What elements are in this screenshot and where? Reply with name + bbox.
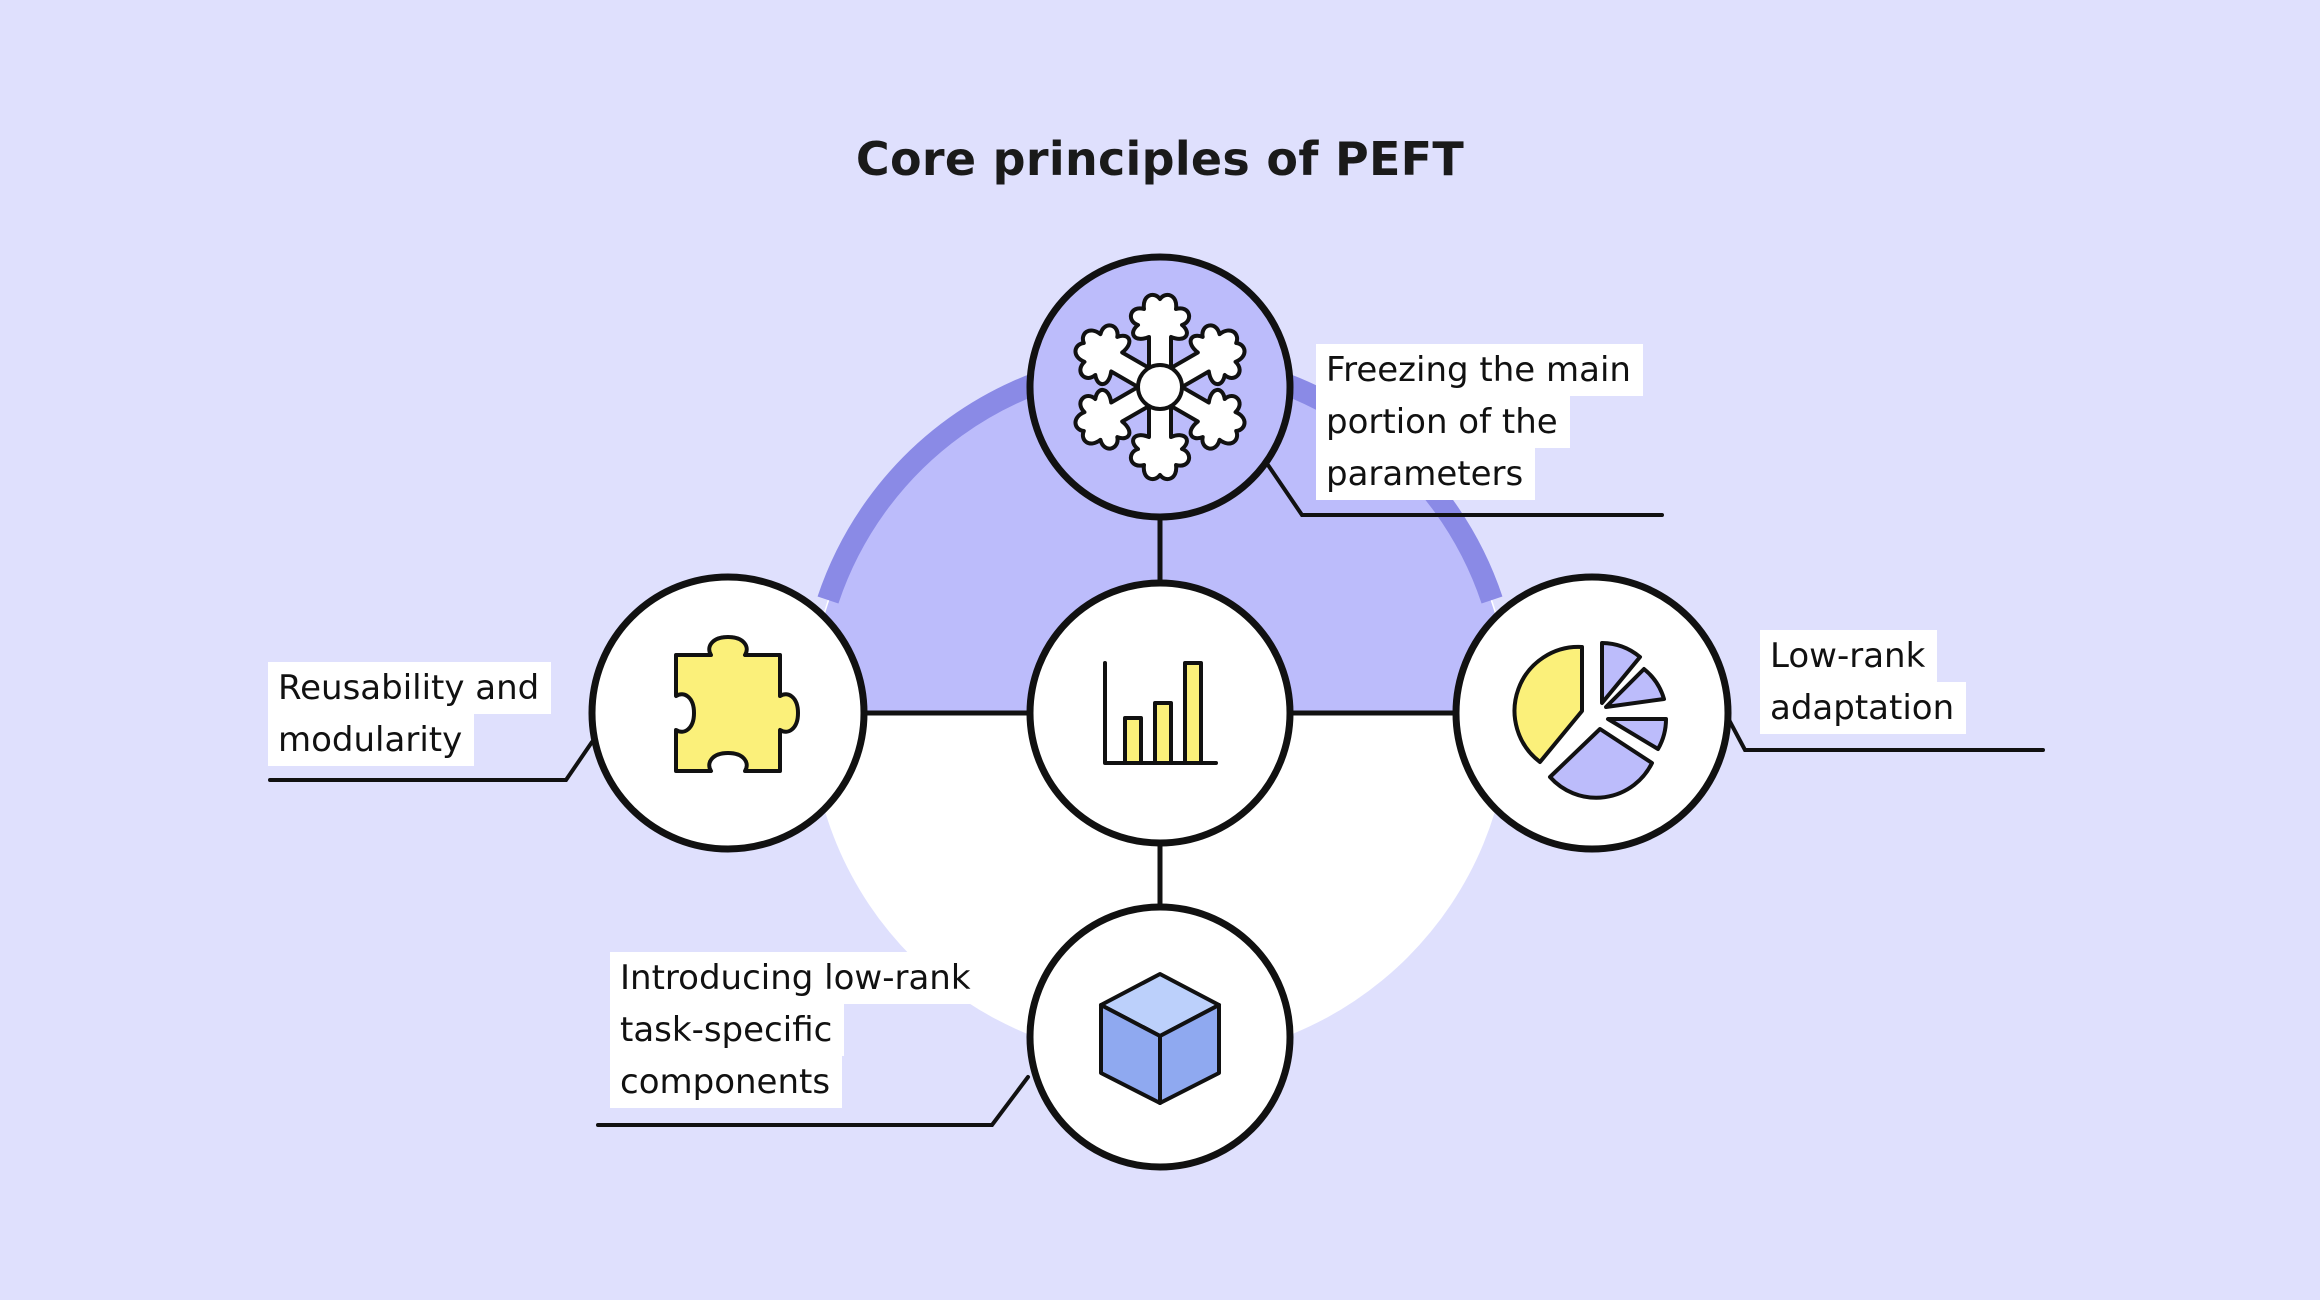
diagram-title: Core principles of PEFT: [855, 132, 1465, 186]
label-line: Low-rank: [1760, 630, 1938, 682]
label-line: modularity: [268, 714, 475, 766]
leader-right: [1726, 716, 2045, 752]
connector-lines: [862, 517, 1458, 915]
label-line: components: [610, 1056, 843, 1108]
label-line: Introducing low-rank: [610, 952, 983, 1004]
label-reusability: Reusability and modularity: [268, 662, 552, 766]
leader-top: [1266, 463, 1664, 517]
node-right: [1452, 573, 1732, 853]
label-line: parameters: [1316, 448, 1536, 500]
pie-chart-icon: [1512, 641, 1669, 800]
puzzle-icon: [674, 635, 800, 773]
leader-left: [268, 740, 594, 782]
leader-bottom: [596, 1075, 1030, 1127]
label-line: adaptation: [1760, 682, 1967, 734]
cube-icon: [1099, 972, 1221, 1105]
label-line: task-specific: [610, 1004, 845, 1056]
label-line: Reusability and: [268, 662, 552, 714]
bar-chart-icon: [1103, 661, 1218, 765]
label-low-rank-components: Introducing low-rank task-specific compo…: [610, 952, 983, 1108]
label-line: portion of the: [1316, 396, 1570, 448]
label-freezing: Freezing the main portion of the paramet…: [1316, 344, 1643, 500]
label-line: Freezing the main: [1316, 344, 1643, 396]
leader-lines: [268, 463, 2045, 1127]
label-low-rank-adaptation: Low-rank adaptation: [1760, 630, 1967, 734]
snowflake-icon: [1063, 292, 1257, 482]
